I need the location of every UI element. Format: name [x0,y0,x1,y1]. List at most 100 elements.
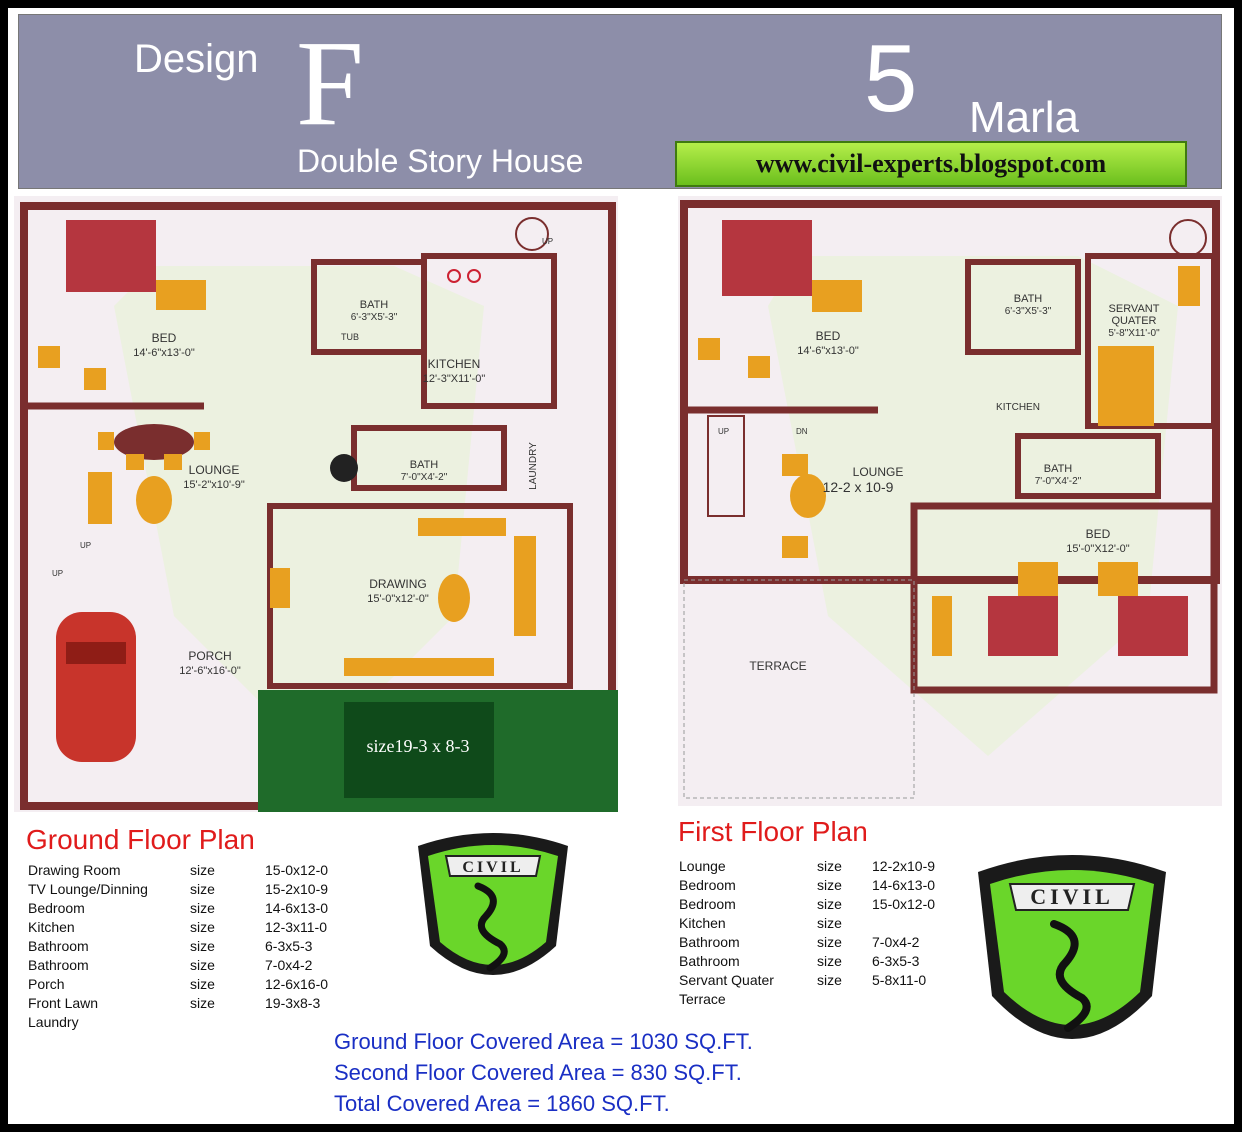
laundry-label: LAUNDRY [528,442,539,490]
lounge-name: LOUNGE [853,465,904,479]
room-size: 12-3x11-0 [265,919,328,935]
size-label: size [190,900,215,916]
room-name: Laundry [28,1014,79,1030]
spec-row: Bedroom size 14-6x13-0 [679,877,979,896]
room-size: 12-6x16-0 [265,976,329,992]
kitchen-label: KITCHEN [996,402,1040,413]
spec-row: Drawing Room size 15-0x12-0 [28,862,368,881]
lounge-size: 12-2 x 10-9 [823,479,894,495]
kitchen-size: 12'-3"X11'-0" [423,373,486,385]
bed-furniture [156,280,206,310]
dn-label: DN [796,427,808,436]
spec-row: Bathroom size 6-3x5-3 [28,938,368,957]
house-type-subtitle: Double Story House [297,143,584,179]
bath2-size: 7'-0"X4'-2" [1035,476,1082,487]
bed1-size: 14'-6"x13'-0" [797,345,859,357]
room-name: Bedroom [28,900,85,916]
size-label: size [190,862,215,878]
chair-furniture [38,346,60,368]
room-name: Bathroom [28,938,89,954]
spec-row: Porch size 12-6x16-0 [28,976,368,995]
size-label: size [190,995,215,1011]
ground-covered-area: Ground Floor Covered Area = 1030 SQ.FT. [334,1029,753,1054]
spec-row: Bathroom size 6-3x5-3 [679,953,979,972]
room-name: Bedroom [679,877,736,893]
spec-row: Laundry [28,1014,368,1033]
bed2-name: BED [1086,527,1111,541]
tub-label: TUB [341,332,359,342]
logo-text: CIVIL [462,859,523,876]
plot-size-unit: Marla [969,93,1080,142]
room-name: Bathroom [679,953,740,969]
up-label: UP [718,427,729,436]
room-name: Kitchen [28,919,75,935]
design-label: Design [134,37,259,81]
room-size: 6-3x5-3 [872,953,920,969]
up-label: UP [52,569,63,578]
website-link[interactable]: www.civil-experts.blogspot.com [675,141,1187,187]
car-icon [56,612,136,762]
room-size: 14-6x13-0 [872,877,936,893]
spec-row: Kitchen size 12-3x11-0 [28,919,368,938]
dining-table [114,424,194,460]
bed-size: 14'-6"x13'-0" [133,347,195,359]
size-label: size [190,919,215,935]
room-size: 15-0x12-0 [265,862,329,878]
size-label: size [817,972,842,988]
drawing-name: DRAWING [369,577,427,591]
size-label: size [817,953,842,969]
ground-floor-spec-table: Drawing Room size 15-0x12-0 TV Lounge/Dinn… [28,862,368,1033]
room-size: 14-6x13-0 [265,900,329,916]
servant-name-2: QUATER [1111,315,1156,327]
size-label: size [190,957,215,973]
room-name: Terrace [679,991,726,1007]
civil-logo-shield: CIVIL [418,833,568,975]
size-label: size [190,881,215,897]
spec-row: Terrace [679,991,979,1010]
covered-area-totals: Ground Floor Covered Area = 1030 SQ.FT. … [334,1026,753,1119]
size-label: size [817,915,842,931]
room-name: Front Lawn [28,995,99,1011]
lounge-name: LOUNGE [189,463,240,477]
porch-size: 12'-6"x16'-0" [179,665,241,677]
ground-floor-title: Ground Floor Plan [26,824,255,855]
second-covered-area: Second Floor Covered Area = 830 SQ.FT. [334,1060,742,1085]
room-name: Bedroom [679,896,736,912]
bed-name: BED [152,331,177,345]
room-size: 19-3x8-3 [265,995,321,1011]
size-label: size [817,877,842,893]
room-size: 5-8x11-0 [872,972,927,988]
room-size: 6-3x5-3 [265,938,313,954]
total-covered-area: Total Covered Area = 1860 SQ.FT. [334,1091,670,1116]
porch-name: PORCH [188,649,231,663]
bed-furniture [66,220,156,292]
size-label: size [817,858,842,874]
bath1-size: 6'-3"X5'-3" [351,312,398,323]
size-label: size [190,976,215,992]
dragon-icon [474,882,508,972]
spec-row: Bedroom size 14-6x13-0 [28,900,368,919]
room-name: Bathroom [679,934,740,950]
servant-size: 5'-8"X11'-0" [1108,328,1160,339]
staircase [707,415,745,517]
plot-size-number: 5 [864,25,918,132]
lounge-size: 15'-2"x10'-9" [183,479,245,491]
civil-logo-shield: CIVIL [978,855,1166,1039]
bed1-name: BED [816,329,841,343]
watermark-shield [114,266,484,756]
room-name: Lounge [679,858,726,874]
room-name: Drawing Room [28,862,121,878]
room-name: Porch [28,976,65,992]
up-label: UP [80,541,91,550]
bath2-name: BATH [1044,463,1073,475]
up-label: UP [542,237,553,246]
room-size: 7-0x4-2 [265,957,313,973]
size-label: size [190,938,215,954]
